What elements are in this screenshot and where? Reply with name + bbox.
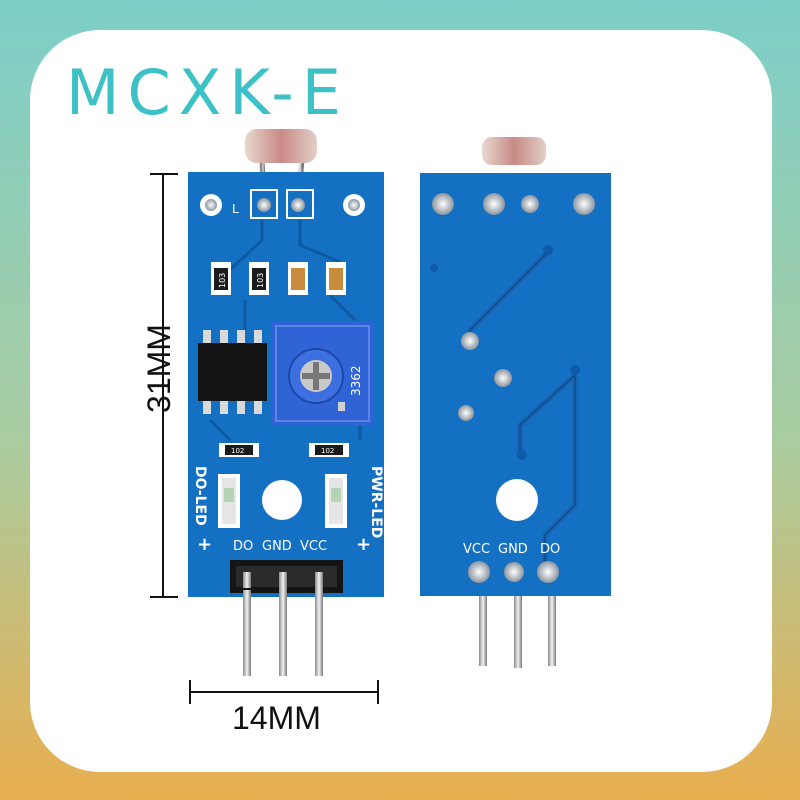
svg-text:L: L [232, 202, 239, 216]
width-dimension-label: 14MM [232, 700, 321, 736]
back-pin-label-do: DO [540, 542, 560, 557]
front-pin-label-gnd: GND [262, 539, 292, 554]
pwr-led-plus: + [356, 534, 371, 555]
pwr-led [325, 474, 347, 528]
front-mount-hole [262, 480, 302, 520]
front-board: L 103 103 [188, 129, 384, 676]
height-dimension-line [150, 173, 178, 598]
back-pin-label-vcc: VCC [463, 542, 490, 557]
do-led [218, 474, 240, 528]
back-board: VCC GND DO [420, 137, 611, 668]
bottom-resistors: 102 102 [219, 443, 349, 457]
back-pin-label-gnd: GND [498, 542, 528, 557]
resistor-marking: 102 [321, 447, 334, 455]
front-pin-label-do: DO [233, 539, 253, 554]
potentiometer: 3362 [272, 322, 373, 425]
front-pin-label-vcc: VCC [300, 539, 327, 554]
front-pin-header [230, 560, 343, 676]
pwr-led-label: PWR-LED [368, 466, 384, 538]
resistor-marking: 103 [256, 273, 265, 288]
do-led-label: DO-LED [192, 466, 208, 526]
back-mount-hole [496, 479, 538, 521]
brand-logo-text: MCXK-E [66, 56, 349, 129]
pot-marking: 3362 [349, 365, 363, 396]
top-resistors: 103 103 [211, 262, 346, 295]
back-pads [430, 193, 595, 460]
resistor-marking: 103 [218, 273, 227, 288]
comparator-ic [198, 330, 267, 414]
back-pins [479, 596, 556, 668]
back-photoresistor [482, 137, 546, 165]
do-led-plus: + [197, 534, 212, 555]
white-card [30, 30, 772, 772]
resistor-marking: 102 [231, 447, 244, 455]
width-dimension-line [189, 680, 379, 704]
